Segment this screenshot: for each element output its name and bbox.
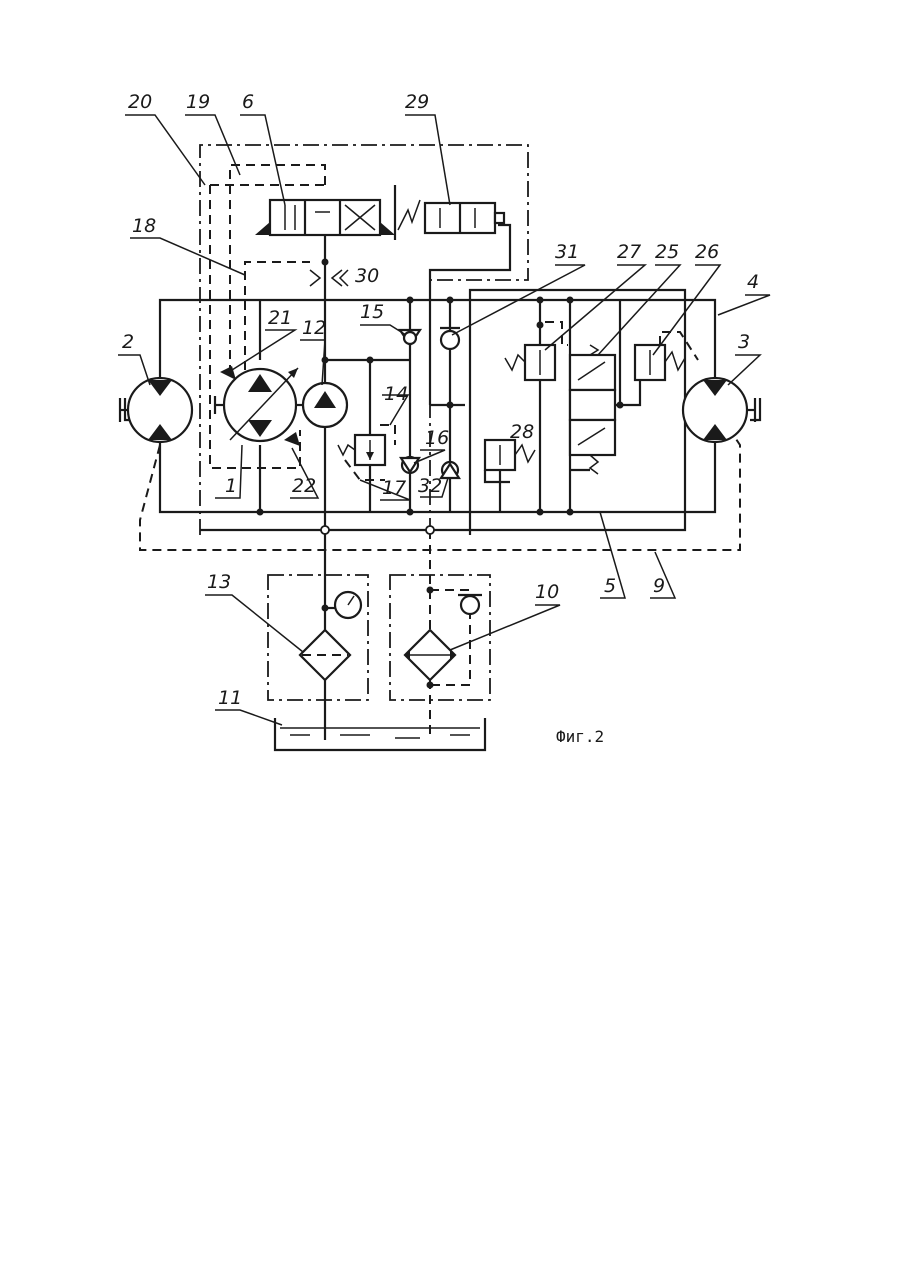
label-3: 3 [738, 331, 750, 353]
label-10: 10 [535, 581, 559, 603]
label-20: 20 [128, 91, 152, 113]
charge-pump-12 [296, 383, 347, 427]
label-28: 28 [510, 421, 534, 443]
label-21: 21 [268, 307, 292, 329]
label-15: 15 [360, 301, 384, 323]
label-5: 5 [604, 575, 616, 597]
check-valve-16 [401, 457, 419, 473]
valve-28 [485, 440, 535, 470]
label-13: 13 [207, 571, 231, 593]
label-16: 16 [425, 427, 449, 449]
label-30: 30 [355, 265, 379, 287]
label-17: 17 [382, 477, 406, 499]
label-11: 11 [218, 687, 242, 709]
label-22: 22 [292, 475, 316, 497]
label-4: 4 [747, 271, 759, 293]
directional-valve-6 [255, 200, 395, 235]
label-2: 2 [122, 331, 134, 353]
label-32: 32 [418, 475, 442, 497]
hydraulic-motor-3 [683, 378, 755, 442]
tank-11 [275, 718, 485, 750]
figure-caption: Фиг.2 [556, 727, 604, 746]
check-valve-32 [441, 462, 459, 478]
check-valve-31 [440, 328, 460, 349]
label-29: 29 [405, 91, 429, 113]
valve-26 [635, 345, 685, 380]
valve-25 [570, 345, 615, 474]
label-26: 26 [695, 241, 719, 263]
label-6: 6 [242, 91, 254, 113]
label-12: 12 [302, 317, 326, 339]
label-27: 27 [617, 241, 641, 263]
main-pump-1 [215, 366, 300, 446]
label-19: 19 [186, 91, 210, 113]
hydraulic-motor-2 [120, 378, 192, 442]
label-31: 31 [555, 241, 579, 263]
label-14: 14 [384, 383, 408, 405]
filter-unit-13 [268, 575, 368, 700]
throttle-30 [310, 270, 348, 286]
label-1: 1 [225, 475, 237, 497]
label-25: 25 [655, 241, 679, 263]
label-9: 9 [653, 575, 665, 597]
valve-27 [505, 345, 555, 380]
filter-unit-10 [390, 575, 490, 700]
valve-29 [395, 185, 504, 240]
label-18: 18 [132, 215, 156, 237]
